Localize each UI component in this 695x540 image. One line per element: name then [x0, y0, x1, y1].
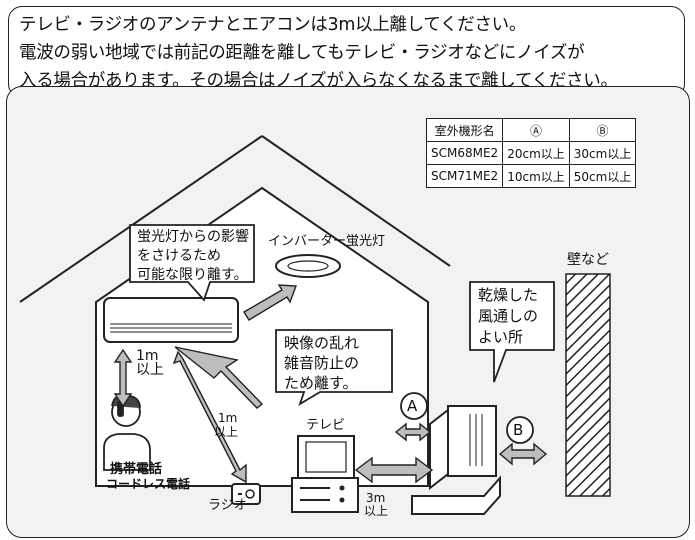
radio — [231, 483, 261, 505]
label-3m-ijo: 以上 — [364, 504, 389, 518]
mark-a-label: A — [407, 397, 418, 415]
label-wall: 壁など — [567, 252, 609, 268]
callout-fluorescent-bubble — [129, 224, 255, 302]
header-a: Ⓐ — [502, 118, 570, 142]
label-1m-radio: 1m — [218, 411, 238, 425]
callout-picture-bubble — [275, 329, 393, 407]
wall-hatched — [565, 273, 611, 497]
spec-header-row: 室外機形名 Ⓐ Ⓑ — [425, 118, 637, 142]
callout-picture-text: 映像の乱れ 雑音防止の ため離す。 — [284, 334, 360, 392]
mark-a-circle — [400, 392, 428, 420]
person-with-phone — [103, 394, 151, 471]
label-1m-vertical: 1m — [136, 348, 159, 364]
roof-left — [19, 135, 263, 303]
label-1m-vertical-ijo: 以上 — [136, 362, 164, 378]
label-inverter-light: インバーター蛍光灯 — [268, 234, 386, 249]
notice-line-2: 電波の弱い地域では前記の距離を離してもテレビ・ラジオなどにノイズが — [19, 43, 585, 63]
arrow-1m-vertical — [113, 348, 133, 408]
arrow-3m — [354, 456, 434, 484]
b-value-cell: 30cm以上 — [568, 141, 637, 165]
a-value-cell: 20cm以上 — [502, 141, 570, 165]
mark-b-label: B — [513, 421, 524, 439]
label-cordless-phone: コードレス電話 — [106, 477, 191, 491]
label-3m: 3m — [366, 491, 386, 505]
arrow-to-radio — [172, 350, 247, 484]
roof-right — [261, 135, 451, 267]
outdoor-unit — [411, 405, 501, 515]
label-mobile-phone: 携帯電話 — [110, 462, 163, 477]
arrow-b — [498, 442, 548, 466]
notice-box: テレビ・ラジオのアンテナとエアコンは3m以上離してください。 電波の弱い地域では… — [8, 6, 685, 98]
model-cell: SCM68ME2 — [425, 141, 504, 165]
notice-line-1: テレビ・ラジオのアンテナとエアコンは3m以上離してください。 — [19, 15, 527, 35]
header-model: 室外機形名 — [425, 118, 504, 142]
mark-b-circle — [506, 416, 534, 444]
table-row: SCM71ME2 10cm以上 50cm以上 — [425, 164, 637, 188]
table-row: SCM68ME2 20cm以上 30cm以上 — [425, 141, 637, 165]
spec-table: 室外機形名 Ⓐ Ⓑ SCM68ME2 20cm以上 30cm以上 SCM71ME… — [425, 118, 637, 188]
a-value-cell: 10cm以上 — [502, 164, 570, 188]
indoor-unit — [103, 297, 239, 343]
header-b: Ⓑ — [568, 118, 637, 142]
label-1m-radio-ijo: 以上 — [214, 425, 239, 439]
tv-set — [291, 435, 359, 513]
arrow-to-tv — [174, 346, 264, 409]
label-tv: テレビ — [306, 418, 346, 433]
b-value-cell: 50cm以上 — [568, 164, 637, 188]
arrow-to-light — [243, 284, 297, 321]
arrow-a — [394, 422, 432, 442]
callout-dry-bubble — [469, 281, 555, 383]
label-radio: ラジオ — [208, 498, 247, 513]
inverter-light — [275, 254, 341, 278]
callout-fluorescent-text: 蛍光灯からの影響 をさけるため 可能な限り離す。 — [137, 229, 249, 283]
callout-dry-text: 乾燥した 風通しの よい所 — [478, 286, 539, 346]
model-cell: SCM71ME2 — [425, 164, 504, 188]
